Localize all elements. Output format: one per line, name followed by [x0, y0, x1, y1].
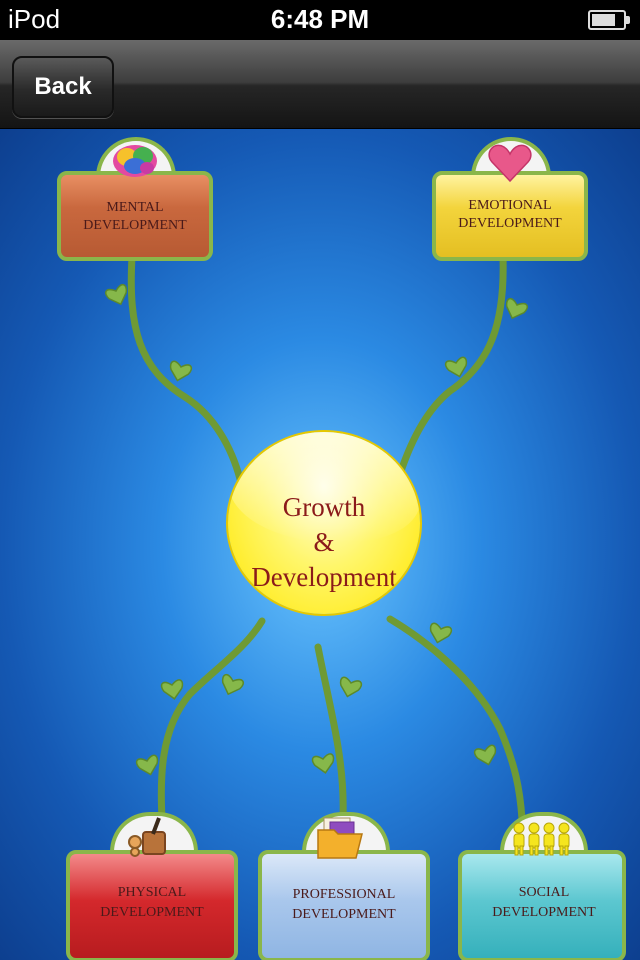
- mental-label-line2: DEVELOPMENT: [83, 218, 187, 233]
- vines-illustration: [104, 253, 529, 823]
- center-node: Growth & Development: [228, 432, 420, 614]
- physical-label-line1: PHYSICAL: [117, 885, 187, 900]
- navigation-bar: Back: [0, 40, 640, 129]
- center-title-line2: &: [313, 527, 335, 557]
- physical-development-node[interactable]: PHYSICAL DEVELOPMENT: [66, 812, 238, 960]
- emotional-label-line2: DEVELOPMENT: [458, 216, 562, 231]
- status-bar: iPod 6:48 PM: [0, 0, 640, 40]
- center-title-line1: Growth: [282, 492, 366, 522]
- emotional-label-line1: EMOTIONAL: [468, 198, 552, 213]
- social-development-node[interactable]: SOCIAL DEVELOPMENT: [458, 812, 630, 960]
- battery-icon: [588, 10, 630, 30]
- professional-label-line1: PROFESSIONAL: [292, 887, 396, 902]
- social-label-line2: DEVELOPMENT: [492, 905, 596, 920]
- emotional-development-node[interactable]: EMOTIONAL DEVELOPMENT: [432, 137, 588, 261]
- mental-label-line1: MENTAL: [106, 200, 164, 215]
- mind-map: Growth & Development MENTAL DEVELOPMENT: [0, 129, 640, 960]
- heart-icon: [482, 143, 538, 192]
- social-label-line1: SOCIAL: [518, 885, 570, 900]
- clock: 6:48 PM: [270, 4, 370, 34]
- brain-icon: [107, 141, 163, 190]
- battery-level: [592, 14, 615, 26]
- exercise-icon: [122, 816, 178, 867]
- back-button[interactable]: Back: [12, 56, 114, 118]
- professional-development-node[interactable]: PROFESSIONAL DEVELOPMENT: [258, 812, 430, 960]
- people-icon: [508, 820, 574, 865]
- center-title-line3: Development: [251, 562, 397, 592]
- carrier-label: iPod: [8, 4, 61, 34]
- folder-icon: [314, 816, 370, 871]
- professional-label-line2: DEVELOPMENT: [292, 907, 396, 922]
- mental-development-node[interactable]: MENTAL DEVELOPMENT: [57, 137, 213, 261]
- physical-label-line2: DEVELOPMENT: [100, 905, 204, 920]
